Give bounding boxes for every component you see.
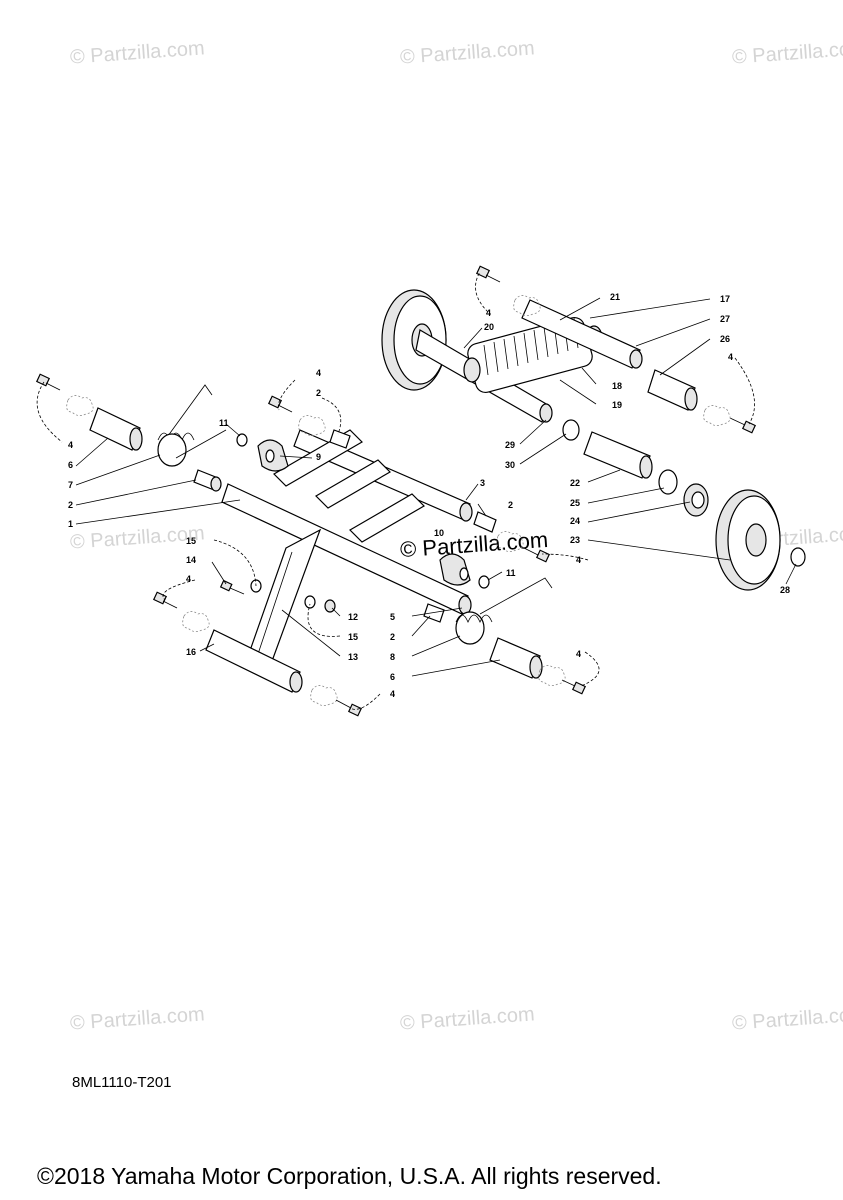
washer-15	[304, 595, 316, 609]
callout-4: 4	[728, 352, 733, 362]
callout-28: 28	[780, 585, 790, 595]
bolt-icon	[523, 547, 551, 563]
callout-labels: 4 6 7 2 1 4 2 11 9 4 20 21 17 27 26 4 18…	[68, 292, 790, 699]
callout-20: 20	[484, 322, 494, 332]
spacer-26	[647, 369, 698, 411]
callout-18: 18	[612, 381, 622, 391]
callout-14: 14	[186, 555, 196, 565]
callout-8: 8	[390, 652, 395, 662]
bolt-icon	[335, 699, 363, 717]
washer-11	[236, 433, 248, 447]
bushing-2	[193, 469, 222, 492]
callout-4: 4	[486, 308, 491, 318]
callout-26: 26	[720, 334, 730, 344]
leader-lines	[36, 271, 797, 710]
callout-4: 4	[390, 689, 395, 699]
snap-ring-25	[658, 469, 678, 495]
washer-30	[562, 419, 580, 441]
bushing-2	[329, 429, 351, 449]
nut-12	[324, 599, 336, 613]
bolt-icon	[475, 265, 501, 283]
suspension-frame	[221, 429, 473, 615]
callout-4: 4	[576, 555, 581, 565]
clip-28	[790, 547, 806, 567]
torsion-spring-right	[455, 577, 553, 645]
bolt-icon	[561, 679, 587, 695]
diagram-code: 8ML1110-T201	[72, 1074, 172, 1091]
callout-6: 6	[390, 672, 395, 682]
callout-2: 2	[508, 500, 513, 510]
callout-2: 2	[390, 632, 395, 642]
bushing-2	[473, 511, 497, 533]
callout-29: 29	[505, 440, 515, 450]
spacer-6	[489, 637, 543, 679]
callout-11: 11	[506, 568, 516, 578]
callout-22: 22	[570, 478, 580, 488]
callout-25: 25	[570, 498, 580, 508]
washer-11	[478, 575, 490, 589]
callout-3: 3	[480, 478, 485, 488]
callout-4: 4	[316, 368, 321, 378]
callout-23: 23	[570, 535, 580, 545]
callout-24: 24	[570, 516, 580, 526]
callout-1: 1	[68, 519, 73, 529]
callout-5: 5	[390, 612, 395, 622]
callout-6: 6	[68, 460, 73, 470]
callout-12: 12	[348, 612, 358, 622]
callout-9: 9	[316, 452, 321, 462]
bolt-icon	[152, 591, 178, 609]
callout-15: 15	[348, 632, 358, 642]
bolt-icon	[267, 395, 293, 413]
callout-11: 11	[219, 418, 229, 428]
callout-10: 10	[434, 528, 444, 538]
shaft-16	[205, 629, 303, 693]
callout-4: 4	[68, 440, 73, 450]
callout-15: 15	[186, 536, 196, 546]
torsion-spring-left	[157, 384, 227, 467]
bolt-icon	[35, 373, 61, 391]
bearing-24	[683, 483, 709, 517]
callout-4: 4	[186, 574, 191, 584]
upper-shaft	[521, 299, 643, 369]
callout-7: 7	[68, 480, 73, 490]
bumper-10	[439, 553, 471, 586]
callout-2: 2	[68, 500, 73, 510]
callout-17: 17	[720, 294, 730, 304]
callout-30: 30	[505, 460, 515, 470]
idler-wheel-right	[715, 489, 781, 591]
callout-27: 27	[720, 314, 730, 324]
bolt-icon	[729, 417, 757, 434]
callout-13: 13	[348, 652, 358, 662]
callout-21: 21	[610, 292, 620, 302]
bumper-9	[257, 439, 289, 472]
callout-2: 2	[316, 388, 321, 398]
shaft-22	[583, 431, 653, 479]
callout-16: 16	[186, 647, 196, 657]
copyright-notice: ©2018 Yamaha Motor Corporation, U.S.A. A…	[37, 1163, 662, 1189]
callout-4: 4	[576, 649, 581, 659]
callout-19: 19	[612, 400, 622, 410]
bolt-icon	[219, 579, 245, 595]
spacer-6	[89, 407, 143, 451]
